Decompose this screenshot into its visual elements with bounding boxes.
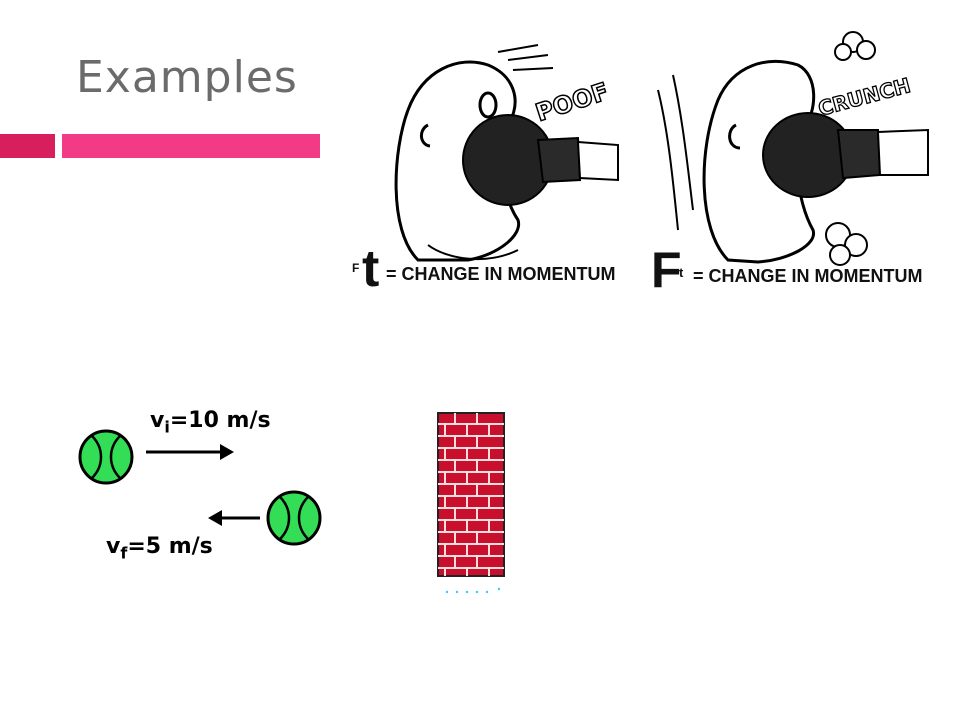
right-caption-f: F [651,242,682,298]
tennis-ball-diagram [78,429,322,546]
right-caption-t: t [679,265,684,280]
final-velocity-label: vf=5 m/s [106,534,213,563]
right-arrow-icon [146,444,234,460]
left-face-illustration [394,44,619,262]
left-caption-f: F [352,261,359,275]
brick-wall-image [437,412,505,594]
accent-bar-dark [0,134,55,158]
incoming-ball-icon [78,429,134,485]
right-caption-text: = CHANGE IN MOMENTUM [693,266,923,286]
left-caption-text: = CHANGE IN MOMENTUM [386,264,616,284]
boxing-cartoon-image: POOF CRUNCH F t = CHANGE IN MOMENTUM F t… [352,31,929,298]
right-face-illustration [657,31,929,266]
left-arrow-icon [208,510,260,526]
poof-text: POOF [532,77,612,127]
crunch-text: CRUNCH [816,73,913,121]
outgoing-ball-icon [266,490,322,546]
poof-sound-effect: POOF [532,77,613,128]
accent-bar-light [62,134,320,158]
slide-title: Examples [76,52,298,103]
crunch-sound-effect: CRUNCH [815,72,914,121]
initial-velocity-label: vi=10 m/s [150,408,271,437]
left-caption-t: t [362,240,379,298]
